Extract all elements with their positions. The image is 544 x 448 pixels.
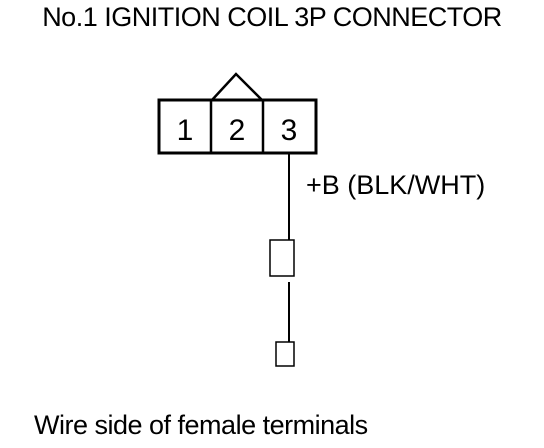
- diagram-caption: Wire side of female terminals: [34, 410, 368, 440]
- connector-lock-tab: [211, 72, 263, 101]
- terminal-3-label: 3: [281, 114, 298, 147]
- terminal-1-label: 1: [177, 114, 194, 147]
- connector-body: [157, 98, 318, 155]
- terminal-2-label: 2: [229, 114, 246, 147]
- wire-component-upper: [269, 239, 295, 277]
- wire-label: +B (BLK/WHT): [306, 170, 485, 200]
- wire-component-lower: [275, 341, 295, 367]
- diagram-title: No.1 IGNITION COIL 3P CONNECTOR: [42, 2, 502, 32]
